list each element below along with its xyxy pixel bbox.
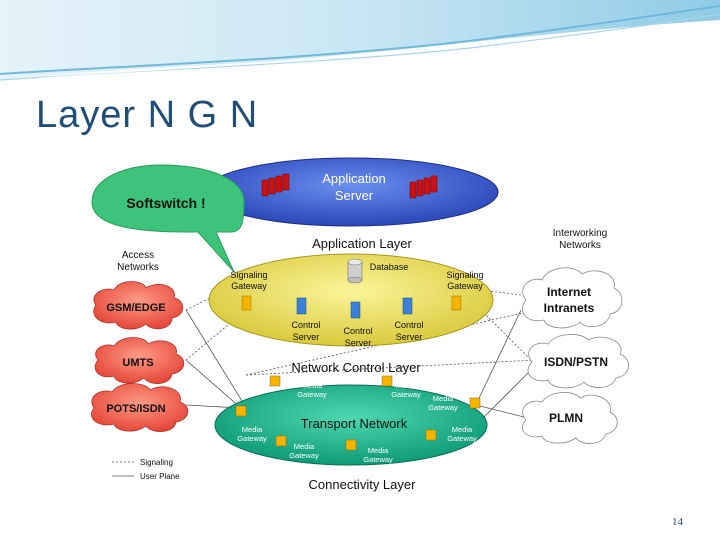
interworking-cloud-plmn <box>521 392 618 444</box>
interworking-networks-label-2: Networks <box>559 240 601 251</box>
database-label: Database <box>370 262 409 272</box>
media-gateway-icons <box>235 375 481 451</box>
media-gateway-label-4b: Gateway <box>237 434 267 443</box>
media-gateway-label-5a: Media <box>452 425 473 434</box>
control-server-mid-label-1: Control <box>343 326 372 336</box>
interworking-cloud-isdn-pstn <box>527 334 629 389</box>
application-server-label-2: Server <box>335 188 374 203</box>
signaling-gateway-left-icon <box>241 295 252 311</box>
slide-title: Layer N G N <box>36 94 259 136</box>
database-icon <box>347 258 363 284</box>
control-server-left-label-2: Server <box>293 332 320 342</box>
page-number: 14 <box>672 516 683 528</box>
application-server-label-1: Application <box>322 171 386 186</box>
umts-label: UMTS <box>122 357 153 369</box>
internet-label-1: Internet <box>547 285 591 299</box>
control-server-left-label-1: Control <box>291 320 320 330</box>
media-gateway-label-1b: Gateway <box>297 390 327 399</box>
media-gateway-label-4a: Media <box>242 425 263 434</box>
network-control-layer-label: Network Control Layer <box>291 360 421 375</box>
gsm-edge-label: GSM/EDGE <box>106 302 165 314</box>
legend-signaling-label: Signaling <box>140 458 173 467</box>
media-gateway-labels: Media Gateway Media Gateway Media Gatewa… <box>237 381 477 464</box>
access-networks-label-2: Networks <box>117 262 159 273</box>
control-server-right-label-1: Control <box>394 320 423 330</box>
pots-isdn-label: POTS/ISDN <box>106 403 165 415</box>
softswitch-callout-text: Softswitch ! <box>126 195 205 211</box>
interworking-networks-label-1: Interworking <box>553 228 607 239</box>
signaling-gateway-left-label-1: Signaling <box>230 270 267 280</box>
network-control-ellipse <box>208 253 494 347</box>
access-cloud-umts <box>94 337 185 384</box>
media-gateway-label-6a: Media <box>294 442 315 451</box>
application-layer-label: Application Layer <box>312 236 412 251</box>
ngn-layer-diagram: Application Server Softswitch ! Applicat… <box>91 157 629 492</box>
media-gateway-label-2a: Media <box>396 381 417 390</box>
media-gateway-label-3a: Media <box>433 394 454 403</box>
header-wave-decoration <box>0 0 720 81</box>
softswitch-callout-bubble <box>91 164 245 273</box>
media-gateway-label-1a: Media <box>302 381 323 390</box>
internet-label-2: Intranets <box>544 301 595 315</box>
legend <box>112 461 134 477</box>
control-server-right-icon <box>402 297 413 315</box>
signaling-gateway-right-icon <box>451 295 462 311</box>
access-cloud-pots-isdn <box>91 383 189 432</box>
control-server-mid-icon <box>350 301 361 319</box>
legend-user-plane-label: User Plane <box>140 472 180 481</box>
media-gateway-label-3b: Gateway <box>428 403 458 412</box>
media-gateway-label-7b: Gateway <box>363 455 393 464</box>
connectivity-layer-label: Connectivity Layer <box>309 477 417 492</box>
application-server-red-servers-left <box>261 173 290 197</box>
signaling-gateway-right-label-1: Signaling <box>446 270 483 280</box>
signaling-gateway-right-label-2: Gateway <box>447 281 483 291</box>
transport-network-label: Transport Network <box>301 416 408 431</box>
application-server-red-servers-right <box>409 175 438 199</box>
media-gateway-label-6b: Gateway <box>289 451 319 460</box>
media-gateway-label-7a: Media <box>368 446 389 455</box>
control-server-mid-label-2: Server <box>345 338 372 348</box>
interworking-cloud-internet <box>521 267 623 329</box>
control-server-left-icon <box>296 297 307 315</box>
access-cloud-gsm-edge <box>93 281 184 330</box>
media-gateway-label-5b: Gateway <box>447 434 477 443</box>
signaling-gateway-left-label-2: Gateway <box>231 281 267 291</box>
access-networks-label-1: Access <box>122 250 154 261</box>
media-gateway-label-2b: Gateway <box>391 390 421 399</box>
plmn-label: PLMN <box>549 411 583 425</box>
isdn-pstn-label: ISDN/PSTN <box>544 355 608 369</box>
control-server-right-label-2: Server <box>396 332 423 342</box>
